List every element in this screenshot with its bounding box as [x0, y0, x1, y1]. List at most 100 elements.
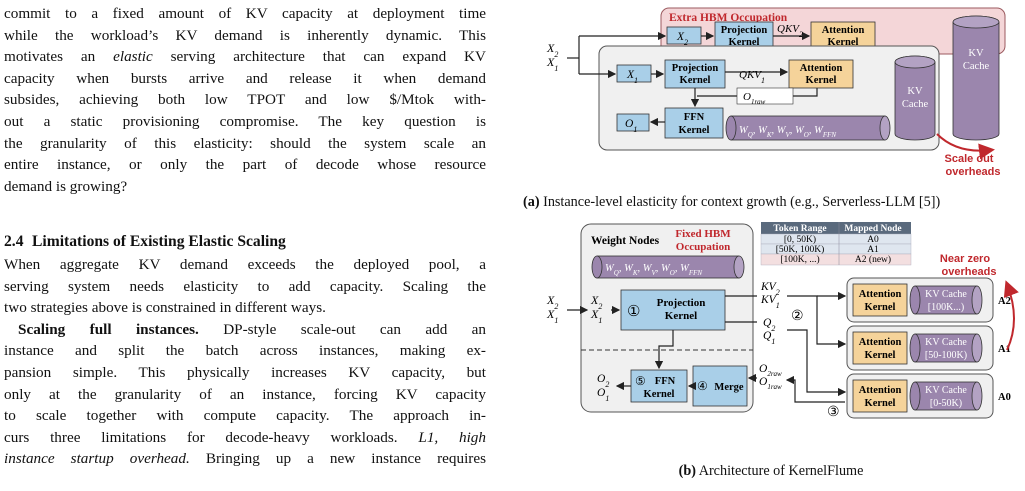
fig-b-attn-a2-l2: Kernel [865, 302, 896, 313]
fig-b-weights-left [591, 255, 603, 279]
text-line: Scaling full instances. DP-style scale-o… [18, 320, 486, 338]
fig-b-kv-a0-right [971, 381, 983, 411]
fig-a-qkv2: QKV2 [777, 23, 803, 39]
fig-a-input-x1: X1 [546, 55, 558, 73]
fig-a-projection-1-l2: Kernel [680, 75, 711, 86]
fig-b-o1raw: O1raw [759, 376, 782, 391]
text-line: demand is growing? [4, 177, 128, 195]
fig-a-o1raw-box [736, 87, 794, 105]
fig-b-table-r1c1: A1 [867, 245, 879, 255]
fig-b-kv-a0-l2: [0-50K) [930, 398, 962, 409]
fig-b-table-r2c1: A2 (new) [855, 254, 891, 265]
fig-b-attn-a1 [852, 331, 908, 365]
fig-b-circle-3: ③ [827, 405, 840, 420]
fig-a-projection-box-2 [714, 21, 774, 51]
fig-b-circle-4: ④ [697, 379, 708, 393]
fig-a-weights: WQ, WK, WV, WO, WFFN [739, 125, 836, 139]
text-line: capacity when bursts arrive and release … [4, 69, 486, 87]
fig-a-x1-label: X1 [626, 69, 638, 85]
fig-b-attn-a2 [852, 283, 908, 317]
figure-b-caption-tag: (b) [678, 463, 696, 479]
fig-a-projection-1-l1: Projection [672, 63, 719, 74]
fig-a-attention-2-l1: Attention [822, 25, 865, 36]
text-line: entire instance, or only the part of dec… [4, 156, 486, 174]
fig-b-weights-right [733, 255, 745, 279]
fig-b-node-a1: A1 [998, 344, 1011, 355]
fig-a-kv-cache-new-top [952, 15, 1000, 29]
fig-b-ffn-l2: Kernel [644, 389, 675, 400]
fig-b-q2: Q2 [763, 317, 775, 333]
text-line: instance startup overhead. Bringing up a… [4, 450, 486, 468]
fig-a-o1raw: O1raw [743, 91, 766, 106]
fig-a-x2-label: X2 [676, 31, 688, 47]
fig-b-table-header-bg [761, 222, 911, 234]
fig-b-input-x1: X1 [546, 307, 558, 325]
section-number: 2.4 [4, 233, 24, 250]
fig-b-mapping-table: Token Range Mapped Node [0, 50K) A0 [50K… [760, 222, 912, 266]
fig-b-kv-a0-left [909, 381, 921, 411]
fig-a-kv-cache-existing [894, 55, 936, 141]
fig-b-table-h2: Mapped Node [844, 224, 901, 234]
fig-b-attn-a1-l1: Attention [859, 337, 902, 348]
fig-a-projection-2-l2: Kernel [729, 37, 760, 48]
fig-b-table-r1c0: [50K, 100K) [776, 244, 825, 255]
figure-diagram: X2 X1 Extra HBM Occupation X2 Projection… [546, 7, 1019, 420]
fig-b-kv-a2 [914, 285, 978, 315]
text-line: instance and split the batch across inst… [4, 342, 486, 360]
fig-b-kv-a1-right [971, 333, 983, 363]
fig-b-ffn-box [630, 369, 688, 403]
text-line: to scale together with compute capacity.… [4, 407, 486, 425]
fig-b-attn-a0 [852, 379, 908, 413]
fig-b-route-o [785, 375, 845, 403]
fig-b-merge: Merge [714, 382, 743, 393]
text-line: the granularity of this elasticity: shou… [4, 134, 486, 152]
fig-b-q1: Q1 [763, 330, 775, 346]
fig-b-table-r0c1: A0 [867, 235, 879, 245]
text-line: pansion simple. This physically increase… [4, 363, 486, 381]
fig-a-scale-out-arrow [936, 133, 995, 160]
fig-b-attn-a2-l1: Attention [859, 289, 902, 300]
fig-a-attention-1-l2: Kernel [806, 75, 837, 86]
fig-b-attn-a0-l1: Attention [859, 385, 902, 396]
fig-b-kv1: KV1 [760, 294, 780, 310]
figure-b: Weight Nodes Fixed HBM Occupation WQ, WK… [546, 222, 1019, 420]
fig-a-attention-box-2 [810, 21, 876, 51]
fig-b-projection-l1: Projection [657, 297, 706, 309]
fig-b-o2: O2 [597, 373, 609, 389]
fig-b-kv2: KV2 [760, 281, 780, 297]
fig-a-weights-left [725, 115, 737, 141]
fig-b-weight-nodes: Weight Nodes [591, 235, 660, 247]
fig-b-kv-a1-left [909, 333, 921, 363]
fig-b-near-zero-l1: Near zero [940, 253, 990, 265]
fig-b-kv-a2-left [909, 285, 921, 315]
fig-a-attention-box-1 [788, 59, 854, 89]
fig-b-ffn-l1: FFN [655, 376, 676, 387]
fig-b-proj-to-ffn [654, 330, 674, 370]
text-line: curs three limitations for decode-heavy … [4, 428, 486, 446]
fig-b-attn-a0-l2: Kernel [865, 398, 896, 409]
figure-a-caption-text: Instance-level elasticity for context gr… [539, 194, 941, 210]
fig-b-kv-a1-l2: [50-100K) [925, 350, 967, 361]
fig-b-kv-a2-right [971, 285, 983, 315]
fig-b-circle-5: ⑤ [635, 374, 646, 388]
fig-b-x1-inner: X1 [590, 307, 602, 325]
fig-b-weights: WQ, WK, WV, WO, WFFN [605, 263, 702, 277]
fig-b-input-x2: X2 [546, 293, 558, 311]
fig-a-ffn-box [664, 107, 724, 139]
fig-a-projection-2-l1: Projection [721, 25, 768, 36]
fig-a-kv-new-l2: Cache [963, 61, 990, 72]
text-line: motivates an elastic serving architectur… [4, 48, 486, 66]
fig-b-attn-a1-l2: Kernel [865, 350, 896, 361]
fig-b-projection-box [620, 289, 726, 331]
fig-b-projection-l2: Kernel [665, 310, 697, 322]
fig-b-route-kv [787, 295, 847, 349]
fig-a-kv-cache-existing-top [894, 55, 936, 69]
paragraph-elastic-motivation: commit to a fixed amount of KV capacity … [4, 3, 486, 197]
fig-b-merge-box [692, 365, 748, 407]
fig-a-ffn-l1: FFN [684, 112, 705, 123]
fig-b-route-q [787, 329, 847, 397]
fig-b-o1: O1 [597, 387, 609, 403]
figure-a: X2 X1 Extra HBM Occupation X2 Projection… [546, 7, 1006, 178]
text-line: while the workload’s KV demand is inhere… [4, 26, 486, 44]
